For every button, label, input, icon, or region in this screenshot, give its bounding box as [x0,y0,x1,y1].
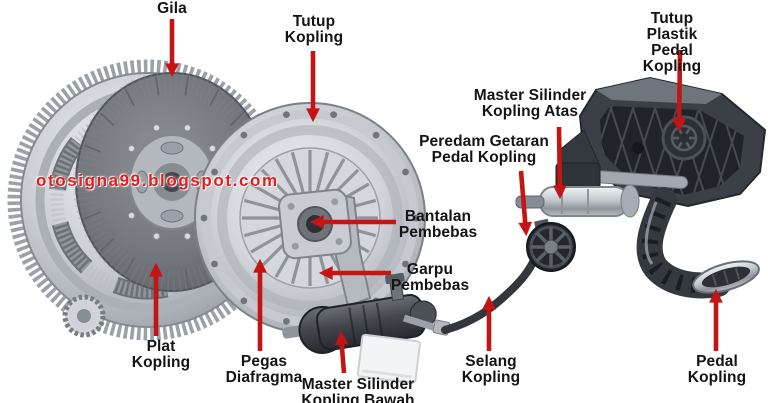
decoration [209,88,220,107]
decoration [315,151,330,194]
pedal-bracket-illustration [555,76,767,208]
decoration [124,257,135,276]
vibration-damper-illustration [526,218,576,272]
pedal-arm-illustration [636,187,760,299]
part-label-bantalan: Bantalan Pembebas [398,208,478,241]
part-label-selang: Selang Kopling [461,353,521,386]
part-label-peredam: Peredam Getaran Pedal Kopling [419,133,549,166]
decoration [685,126,692,135]
part-label-plat: Plat Kopling [131,338,191,371]
decoration [321,158,346,197]
decoration [240,131,248,139]
decoration [211,168,218,176]
decoration [676,141,683,150]
decoration [330,111,337,119]
decoration [100,237,115,252]
part-label-pegas: Pegas Diafragma [225,353,303,386]
decoration [274,158,299,197]
decoration [412,214,420,222]
decoration [283,317,290,325]
decoration [211,260,218,268]
decoration [402,260,409,268]
decoration [184,76,189,96]
part-label-master-atas: Master Silinder Kopling Atas [473,87,587,120]
decoration [200,214,208,222]
decoration [183,232,192,240]
decoration [127,144,136,153]
part-label-tutup-plastik: Tutup Plastik Pedal Kopling [642,10,702,75]
decoration [124,88,135,107]
part-label-garpu: Garpu Pembebas [390,261,470,294]
part-label-master-bawah: Master Silinder Kopling Bawah [301,376,415,403]
decoration [118,178,126,186]
decoration [208,144,217,153]
watermark-text: otosigna99.blogspot.com [36,171,279,190]
slave-cylinder-bracket [356,333,421,384]
decoration [283,111,290,119]
decoration [184,268,189,288]
pedal-pad [692,260,760,294]
decoration [152,124,161,132]
decoration [372,131,380,139]
decoration [100,112,115,127]
decoration [243,223,286,238]
callout-arrows [149,19,723,374]
part-label-pedal: Pedal Kopling [687,353,747,386]
decoration [402,168,409,176]
decoration [689,106,731,195]
part-label-tutup-kopling: Tutup Kopling [284,13,344,46]
arrow-master-bawah [334,330,349,374]
cover-bolts [200,111,420,325]
decoration [685,141,692,150]
arrow-peredam [518,170,533,237]
decoration [84,144,101,153]
part-label-gila: Gila [157,0,187,17]
clutch-hose-illustration [402,254,539,336]
decoration [290,151,305,194]
decoration [240,297,248,305]
decoration [711,106,744,195]
arrow-tutup-plastik [672,49,687,133]
clutch-cover-illustration [194,102,426,334]
decoration [155,76,160,96]
decoration [243,198,286,213]
decoration [127,211,136,220]
arrow-master-atas [552,126,567,200]
decoration [229,112,244,127]
decoration [84,211,101,220]
decoration [152,232,161,240]
decoration [183,124,192,132]
